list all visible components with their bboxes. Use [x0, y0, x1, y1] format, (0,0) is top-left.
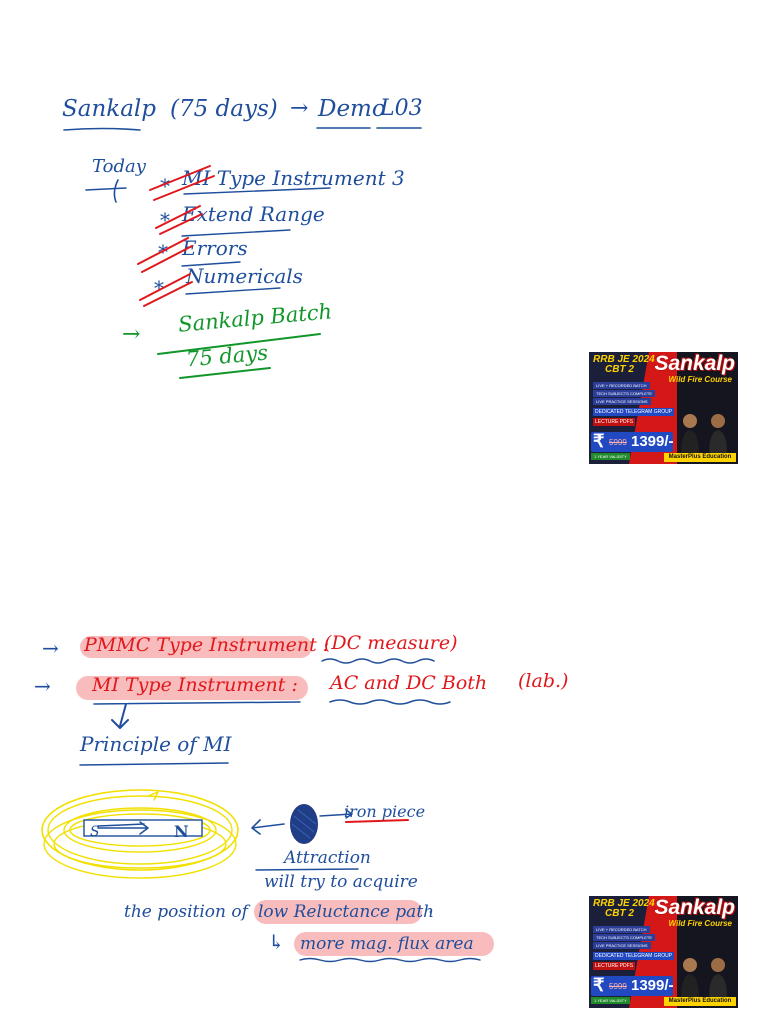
explanation-line-3-arrow: ↳: [268, 930, 285, 954]
teacher-photo: [709, 414, 727, 454]
mi-tag: (lab.): [518, 670, 569, 692]
notes-page-1: Sankalp (75 days) → Demo L03 Today * MI …: [62, 96, 738, 464]
pmmc-arrow: →: [42, 636, 59, 660]
highlight: [254, 900, 422, 924]
mi-note: AC and DC Both: [330, 672, 488, 694]
highlight: [76, 676, 308, 700]
promo-exam: RRB JE 2024: [593, 898, 655, 909]
promo-exam-stage: CBT 2: [605, 364, 634, 375]
bullet-star: *: [154, 276, 164, 300]
promo-feature: TECH SUBJECTS COMPLETE: [593, 390, 656, 397]
demo-label: Demo: [318, 96, 386, 122]
agenda-text: Numericals: [186, 264, 303, 288]
rupee-icon: ₹: [593, 975, 605, 995]
pmmc-note-underline: [321, 658, 435, 664]
promo-old-price: 5999: [609, 438, 627, 447]
highlight: [294, 932, 494, 956]
promo-subtitle: Wild Fire Course: [668, 919, 733, 928]
promo-new-price: 1399/-: [631, 433, 674, 450]
title-underline: [63, 127, 141, 131]
promo-price-box: [591, 976, 673, 996]
batch-arrow: →: [122, 322, 141, 347]
teacher-photo: [681, 958, 699, 998]
explanation-line-2-suffix: .: [428, 898, 434, 918]
promo-pdfs: LECTURE PDFS: [593, 418, 636, 426]
attraction-underline: [255, 868, 359, 871]
agenda-text: Errors: [182, 236, 248, 260]
demo-underline: [316, 127, 422, 129]
promo-banner[interactable]: RRB JE 2024 CBT 2 Sankalp Wild Fire Cour…: [589, 896, 738, 1008]
course-duration: (75 days): [170, 96, 278, 122]
explanation-line-1: will try to acquire: [264, 872, 418, 892]
promo-brand: Sankalp: [654, 896, 735, 919]
bullet-star: *: [160, 208, 170, 232]
promo-feature: TECH SUBJECTS COMPLETE: [593, 934, 656, 941]
attraction-arrow: [251, 804, 353, 844]
promo-footer: MasterPlus Education: [664, 997, 736, 1006]
promo-telegram: DEDICATED TELEGRAM GROUP: [593, 952, 675, 960]
iron-piece-label: iron piece: [344, 802, 426, 821]
promo-telegram: DEDICATED TELEGRAM GROUP: [593, 408, 675, 416]
today-bracket: [85, 179, 127, 203]
principle-heading: Principle of MI: [80, 732, 232, 756]
rupee-icon: ₹: [593, 431, 605, 451]
heading-arrow: →: [290, 96, 309, 121]
pmmc-title: PMMC Type Instrument :: [84, 634, 330, 656]
mi-title: MI Type Instrument :: [92, 674, 298, 696]
teacher-photo: [681, 414, 699, 454]
promo-subtitle: Wild Fire Course: [668, 375, 733, 384]
notes-page-2: → PMMC Type Instrument : (DC measure) → …: [0, 512, 768, 1024]
magnet-field-diagram: [41, 789, 239, 879]
promo-validity: 1 YEAR VALIDITY: [591, 997, 630, 1004]
teacher-photo: [709, 958, 727, 998]
bullet-star: *: [160, 174, 170, 198]
promo-price-box: [591, 432, 673, 452]
magnet-north: N: [174, 822, 189, 841]
promo-exam-stage: CBT 2: [605, 908, 634, 919]
mi-arrow: →: [34, 674, 51, 698]
promo-feature: LIVE PRACTICE SESSIONS: [593, 398, 651, 405]
highlight: [80, 636, 312, 658]
promo-exam: RRB JE 2024: [593, 354, 655, 365]
explanation-line-2-prefix: the position of: [124, 902, 248, 922]
attraction-label: Attraction: [284, 848, 371, 868]
agenda-text: MI Type Instrument 3: [182, 166, 405, 190]
principle-underline: [79, 762, 229, 766]
promo-pdfs: LECTURE PDFS: [593, 962, 636, 970]
promo-feature: LIVE + RECORDED BATCH: [593, 382, 650, 389]
explanation-line-2-highlight: low Reluctance path: [258, 902, 435, 922]
demo-number: L03: [380, 96, 423, 121]
pmmc-note: (DC measure): [324, 632, 458, 654]
batch-underlines: [157, 333, 321, 379]
promo-old-price: 5999: [609, 982, 627, 991]
explanation-line-3: more mag. flux area: [300, 934, 474, 954]
iron-piece-underline: [345, 819, 409, 823]
promo-banner[interactable]: RRB JE 2024 CBT 2 Sankalp Wild Fire Cour…: [589, 352, 738, 464]
mi-underlines: [93, 699, 451, 729]
course-title: Sankalp: [62, 96, 157, 122]
explanation-underline: [299, 957, 481, 963]
promo-footer: MasterPlus Education: [664, 453, 736, 462]
today-label: Today: [92, 156, 146, 177]
agenda-strikes: [137, 165, 331, 307]
agenda-text: Extend Range: [182, 202, 325, 226]
promo-feature: LIVE PRACTICE SESSIONS: [593, 942, 651, 949]
promo-brand: Sankalp: [654, 352, 735, 375]
promo-feature: LIVE + RECORDED BATCH: [593, 926, 650, 933]
promo-new-price: 1399/-: [631, 977, 674, 994]
promo-validity: 1 YEAR VALIDITY: [591, 453, 630, 460]
magnet-south: S: [90, 824, 100, 840]
